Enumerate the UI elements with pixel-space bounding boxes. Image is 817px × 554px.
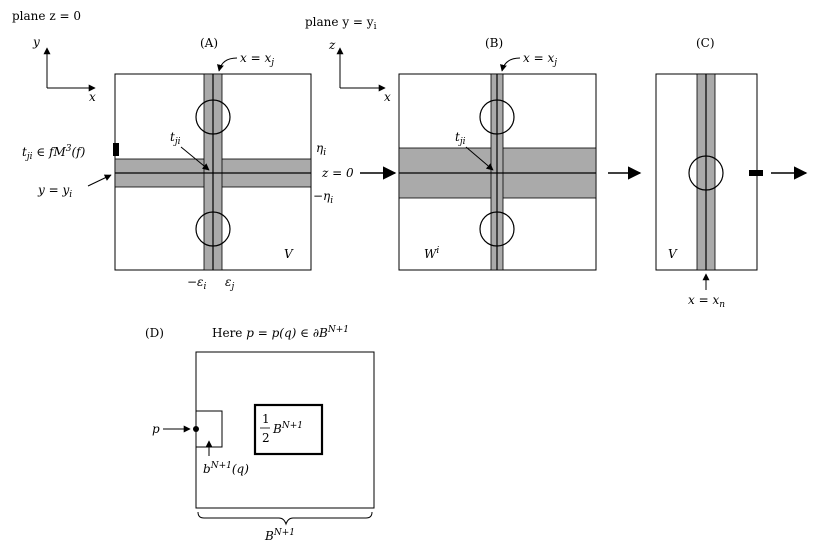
axes-xy: y x: [32, 35, 96, 104]
panel-a-t-label: tji: [170, 130, 181, 147]
panel-d-title: (D): [145, 326, 164, 340]
axis-z-label: z: [328, 38, 336, 52]
panel-a-t-pointer: [180, 146, 210, 171]
panel-b-bottom-circle: [479, 211, 515, 247]
panel-b-title: (B): [485, 36, 503, 50]
panel-b-t-pointer: [465, 146, 494, 171]
eps-neg-label: −εi: [187, 275, 207, 292]
panel-d: (D) Here p = p(q) ∈ ∂BN+1 p 1 2 BN+1 bN+…: [145, 325, 375, 543]
p-label: p: [152, 422, 160, 436]
panel-b-top-circle: [479, 99, 515, 135]
panel-a-y-label: y = yi: [37, 183, 72, 200]
half-ball-box: [253, 403, 324, 456]
eta-pos-label: ηi: [316, 141, 326, 158]
half-num: 1: [262, 412, 270, 426]
panel-b-t-label: tji: [455, 130, 466, 147]
axis-x-label-b: x: [384, 90, 391, 104]
panel-c-region-label: V: [668, 247, 678, 261]
point-p: [193, 426, 199, 432]
panel-a-y-pointer: [87, 174, 112, 187]
panel-b-x-pointer: [500, 57, 521, 72]
half-den: 2: [262, 431, 270, 445]
axis-y-label: y: [32, 35, 40, 49]
panel-c-x-label: x = xn: [688, 293, 725, 310]
panel-c-title: (C): [696, 36, 715, 50]
panel-b-x-label: x = xj: [523, 51, 557, 68]
panel-a-top-circle: [195, 99, 231, 135]
panel-b-z-label: z = 0: [321, 166, 354, 180]
panel-a-title: (A): [200, 36, 218, 50]
panel-c: (C) V x = xn: [655, 36, 808, 310]
t-member-label: tji ∈ fM3(f): [22, 144, 86, 162]
eta-neg-label: −ηi: [313, 189, 333, 206]
brace-label: BN+1: [264, 528, 295, 543]
t-member-marker: [113, 143, 119, 156]
panel-a-bottom-circle: [195, 211, 231, 247]
panel-a: (A) x = xj tji tji ∈ fM3(f) y = yi ηi −η…: [22, 36, 333, 292]
plane-y-label: plane y = yi: [305, 15, 377, 32]
panel-b-region-label: Wi: [424, 246, 439, 261]
half-ball-label: BN+1: [272, 421, 303, 436]
axis-x-label: x: [89, 90, 96, 104]
eps-pos-label: εj: [225, 275, 234, 292]
panel-b: (B) x = xj tji z = 0 Wi: [321, 36, 597, 271]
panel-a-x-label: x = xj: [240, 51, 274, 68]
bottom-brace: [197, 511, 373, 526]
panel-c-circle: [688, 155, 724, 191]
small-b-label: bN+1(q): [203, 461, 249, 476]
panel-a-x-pointer: [217, 57, 238, 72]
panel-c-marker: [749, 170, 763, 176]
panel-d-note: Here p = p(q) ∈ ∂BN+1: [212, 325, 349, 340]
plane-z-label: plane z = 0: [12, 9, 81, 23]
axes-zx: z x: [328, 38, 391, 104]
panel-a-region-label: V: [284, 247, 294, 261]
